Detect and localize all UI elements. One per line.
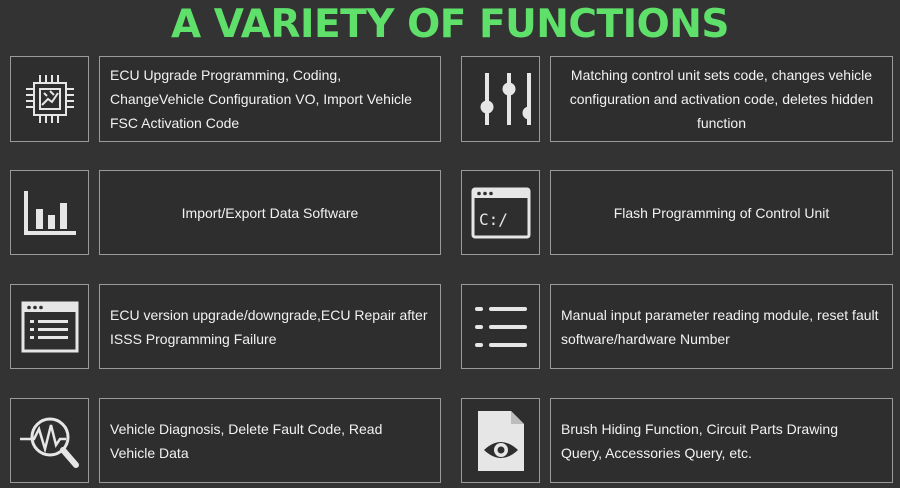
feature-text-box: Vehicle Diagnosis, Delete Fault Code, Re… <box>99 398 441 483</box>
feature-text-box: ECU Upgrade Programming, Coding, ChangeV… <box>99 56 441 142</box>
feature-text: ECU version upgrade/downgrade,ECU Repair… <box>110 306 428 347</box>
terminal-prompt: C:/ <box>479 210 508 229</box>
feature-icon-box <box>10 170 89 255</box>
feature-text: Flash Programming of Control Unit <box>613 204 830 221</box>
feature-text-box: Brush Hiding Function, Circuit Parts Dra… <box>550 398 893 483</box>
feature-text: Vehicle Diagnosis, Delete Fault Code, Re… <box>110 420 383 461</box>
feature-icon-box <box>10 398 89 483</box>
feature-text: Import/Export Data Software <box>181 204 359 221</box>
feature-text-box: Import/Export Data Software <box>99 170 441 255</box>
feature-text: Manual input parameter reading module, r… <box>561 306 879 347</box>
terminal-window-icon: C:/ <box>471 187 530 238</box>
feature-icon-box <box>461 284 540 369</box>
feature-text-box: ECU version upgrade/downgrade,ECU Repair… <box>99 284 441 369</box>
feature-text-box: Matching control unit sets code, changes… <box>550 56 893 142</box>
bar-chart-icon <box>23 190 76 235</box>
feature-icon-box <box>10 56 89 142</box>
feature-text: Brush Hiding Function, Circuit Parts Dra… <box>561 420 838 461</box>
sliders-icon <box>480 73 531 125</box>
page-title: A VARIETY OF FUNCTIONS <box>170 2 730 47</box>
feature-text: Matching control unit sets code, changes… <box>569 67 874 131</box>
feature-text-box: Manual input parameter reading module, r… <box>550 284 893 369</box>
feature-icon-box <box>461 56 540 142</box>
document-eye-icon <box>477 410 524 471</box>
feature-icon-box <box>10 284 89 369</box>
diagnosis-magnifier-icon <box>19 417 79 468</box>
feature-text-box: Flash Programming of Control Unit <box>550 170 893 255</box>
list-icon <box>474 306 527 347</box>
feature-text: ECU Upgrade Programming, Coding, ChangeV… <box>110 67 412 131</box>
feature-icon-box <box>461 398 540 483</box>
cpu-chip-icon <box>25 75 74 123</box>
feature-icon-box: C:/ <box>461 170 540 255</box>
browser-list-icon <box>21 301 78 352</box>
